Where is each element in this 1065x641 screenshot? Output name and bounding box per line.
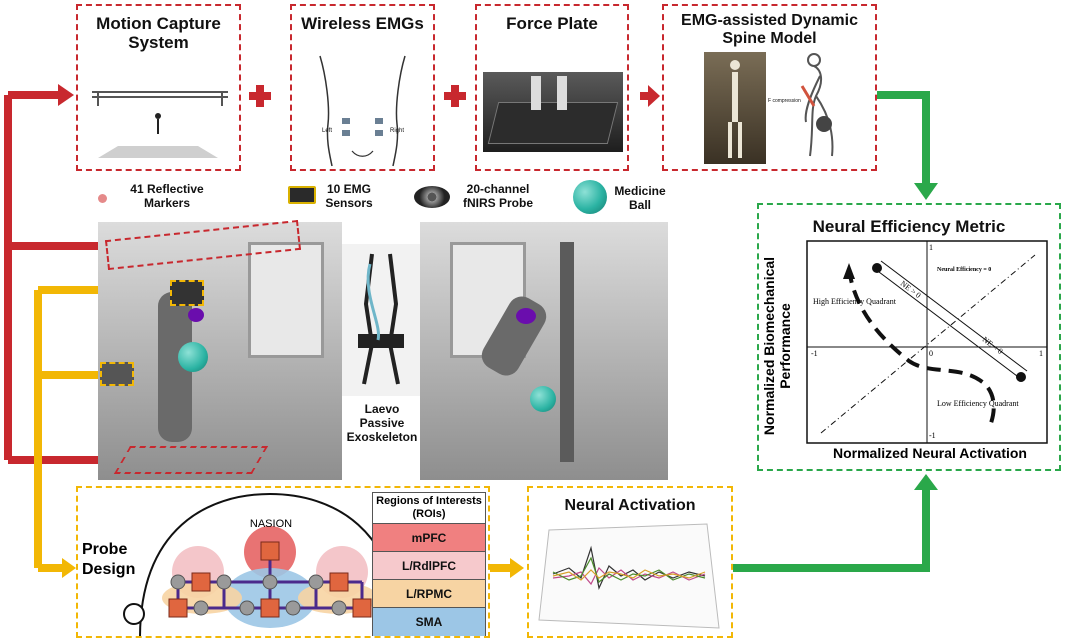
force-plate-title: Force Plate (506, 14, 598, 33)
legend-markers: 41 Reflective Markers (130, 182, 204, 210)
yellow-arrowhead-activation (510, 558, 524, 578)
high-efficiency-label: High Efficiency Quadrant (813, 297, 896, 306)
green-line-bottom (733, 490, 930, 572)
ne-tick-y-pos: 1 (929, 243, 933, 252)
nasion-label: NASION (249, 518, 293, 530)
ne-zero-label: Neural Efficiency = 0 (937, 267, 992, 273)
medicine-ball-photo-right (530, 386, 556, 412)
head-probe-diagram (123, 492, 417, 636)
marker-icon (98, 194, 107, 203)
red-arrowhead-mocap (58, 84, 74, 106)
force-plate-box: Force Plate (475, 4, 629, 171)
low-efficiency-label: Low Efficiency Quadrant (937, 399, 1019, 408)
fnirs-probe-icon (414, 186, 450, 208)
spine-figure-icon (800, 53, 834, 157)
ne-tick-x-pos: 1 (1039, 349, 1043, 358)
probe-design-title: Probe Design (82, 541, 136, 578)
force-plate-photo (483, 72, 623, 152)
spine-model-render (704, 52, 766, 164)
exoskeleton-photo (342, 244, 420, 396)
legend-ball: Medicine Ball (614, 184, 666, 212)
legend-fnirs: 20-channel fNIRS Probe (462, 182, 533, 210)
ne-tick-origin: 0 (929, 349, 933, 358)
exoskeleton-label: Laevo Passive Exoskeleton (346, 402, 418, 444)
medicine-ball-icon (573, 180, 607, 214)
with-exo-photo (420, 222, 668, 480)
activation-signal-plot (538, 523, 720, 629)
neural-activation-box: Neural Activation (527, 486, 733, 638)
roi-dlpfc: L/RdlPFC (373, 551, 485, 580)
spine-model-title: EMG-assisted Dynamic Spine Model (681, 12, 858, 47)
ne-quadrant-plot (806, 240, 1048, 444)
emg-tag-left: Left (322, 128, 333, 134)
probe-design-box: Probe Design (76, 486, 490, 638)
ne-tick-x-neg: -1 (811, 349, 818, 358)
spine-model-box: EMG-assisted Dynamic Spine Model F compr… (662, 4, 877, 171)
roi-sma: SMA (373, 607, 485, 636)
emg-sensor-icon (288, 186, 316, 204)
neural-activation-title: Neural Activation (564, 497, 696, 514)
spine-force-label: F compression (768, 98, 801, 104)
wireless-emg-box: Wireless EMGs Left Right (290, 4, 435, 171)
motion-capture-title: Motion Capture System (96, 14, 221, 52)
ne-xlabel: Normalized Neural Activation (833, 445, 1027, 461)
emg-tag-right: Right (390, 128, 405, 134)
mocap-rig-icon (92, 91, 228, 158)
roi-table: Regions of Interests (ROIs) mPFC L/RdlPF… (372, 492, 486, 636)
fnirs-cap-marker (170, 280, 204, 306)
torso-emg-icon (319, 55, 406, 167)
roi-mpfc: mPFC (373, 523, 485, 552)
motion-capture-box: Motion Capture System (76, 4, 241, 171)
neural-efficiency-box: Neural Efficiency Metric Normalized Biom… (757, 203, 1061, 471)
roi-header: Regions of Interests (ROIs) (376, 495, 482, 520)
ne-tick-y-neg: -1 (929, 431, 936, 440)
medicine-ball-photo-left (178, 342, 208, 372)
emg-sensor-marker (100, 362, 134, 386)
green-arrowhead-down (914, 183, 938, 200)
green-arrowhead-up (914, 474, 938, 490)
legend-emg: 10 EMG Sensors (325, 182, 373, 210)
roi-pmc: L/RPMC (373, 579, 485, 608)
green-line-top (877, 91, 930, 185)
yellow-arrowhead-probe (62, 558, 76, 578)
wireless-emg-title: Wireless EMGs (301, 14, 424, 33)
exoskeleton-icon (358, 253, 404, 385)
neural-efficiency-title: Neural Efficiency Metric (812, 217, 1006, 236)
without-exo-photo (98, 219, 342, 480)
red-arrow-to-spine (640, 85, 660, 107)
